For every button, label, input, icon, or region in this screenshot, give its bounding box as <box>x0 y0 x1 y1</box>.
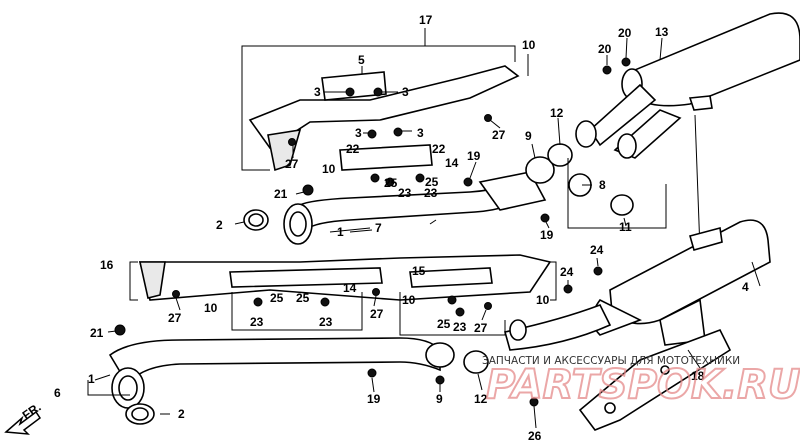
callout-18: 18 <box>691 369 705 383</box>
callout-1: 1 <box>88 372 95 386</box>
callout-21: 21 <box>274 187 288 201</box>
upper-heat-shield <box>248 65 520 172</box>
callout-16: 16 <box>100 258 114 272</box>
callout-19: 19 <box>367 392 381 406</box>
callout-2: 2 <box>216 218 223 232</box>
callout-24: 24 <box>560 265 574 279</box>
callout-12: 12 <box>550 106 564 120</box>
lower-exhaust-pipe <box>108 303 612 409</box>
callout-25: 25 <box>384 176 398 190</box>
callout-25: 25 <box>296 291 310 305</box>
callout-27: 27 <box>370 307 384 321</box>
callout-19: 19 <box>467 149 481 163</box>
callout-3: 3 <box>417 126 424 140</box>
callout-23: 23 <box>424 186 438 200</box>
callout-27: 27 <box>492 128 506 142</box>
upper-exhaust-pipe <box>283 171 547 245</box>
callout-24: 24 <box>590 243 604 257</box>
callout-10: 10 <box>322 162 336 176</box>
upper-muffler <box>575 12 800 251</box>
front-marker-label: FR. <box>20 400 44 423</box>
callout-21: 21 <box>90 326 104 340</box>
lower-heat-shield <box>138 254 552 301</box>
callout-23: 23 <box>250 315 264 329</box>
callout-10: 10 <box>204 301 218 315</box>
callout-17: 17 <box>419 13 433 27</box>
callout-13: 13 <box>655 25 669 39</box>
callout-4: 4 <box>742 280 749 294</box>
callout-27: 27 <box>168 311 182 325</box>
callout-25: 25 <box>425 175 439 189</box>
callout-23: 23 <box>453 320 467 334</box>
callout-23: 23 <box>319 315 333 329</box>
callout-12: 12 <box>474 392 488 406</box>
callout-10: 10 <box>536 293 550 307</box>
callout-25: 25 <box>270 291 284 305</box>
callout-27: 27 <box>474 321 488 335</box>
callout-14: 14 <box>343 281 357 295</box>
callout-20: 20 <box>598 42 612 56</box>
callout-14: 14 <box>445 156 459 170</box>
callout-3: 3 <box>402 85 409 99</box>
callout-7: 7 <box>375 221 382 235</box>
callout-labels: 17 10 5 3 3 3 3 22 22 14 10 25 25 23 23 … <box>54 13 749 443</box>
callout-23: 23 <box>398 186 412 200</box>
callout-10: 10 <box>402 293 416 307</box>
front-direction-arrow: FR. <box>4 400 44 435</box>
bolts-and-nuts <box>114 57 631 407</box>
callout-8: 8 <box>599 178 606 192</box>
group-brackets <box>87 28 667 396</box>
gaskets-and-clamps <box>125 143 634 425</box>
callout-22: 22 <box>346 142 360 156</box>
callout-6: 6 <box>54 386 61 400</box>
callout-2: 2 <box>178 407 185 421</box>
leader-lines <box>107 37 761 429</box>
callout-5: 5 <box>358 53 365 67</box>
callout-26: 26 <box>528 429 542 443</box>
callout-27: 27 <box>285 157 299 171</box>
callout-19: 19 <box>540 228 554 242</box>
callout-22: 22 <box>432 142 446 156</box>
callout-3: 3 <box>355 126 362 140</box>
callout-1: 1 <box>337 225 344 239</box>
callout-9: 9 <box>525 129 532 143</box>
callout-25: 25 <box>437 317 451 331</box>
callout-10: 10 <box>522 38 536 52</box>
callout-20: 20 <box>618 26 632 40</box>
callout-11: 11 <box>619 220 632 234</box>
callout-3: 3 <box>314 85 321 99</box>
muffler-bracket <box>578 328 732 431</box>
watermark: ЗАПЧАСТИ И АКСЕССУАРЫ ДЛЯ МОТОТЕХНИКИ PA… <box>482 355 800 409</box>
callout-15: 15 <box>412 264 426 278</box>
watermark-logo: PARTSPOK.RU <box>486 362 800 408</box>
watermark-caption: ЗАПЧАСТИ И АКСЕССУАРЫ ДЛЯ МОТОТЕХНИКИ <box>482 355 740 367</box>
callout-9: 9 <box>436 392 443 406</box>
